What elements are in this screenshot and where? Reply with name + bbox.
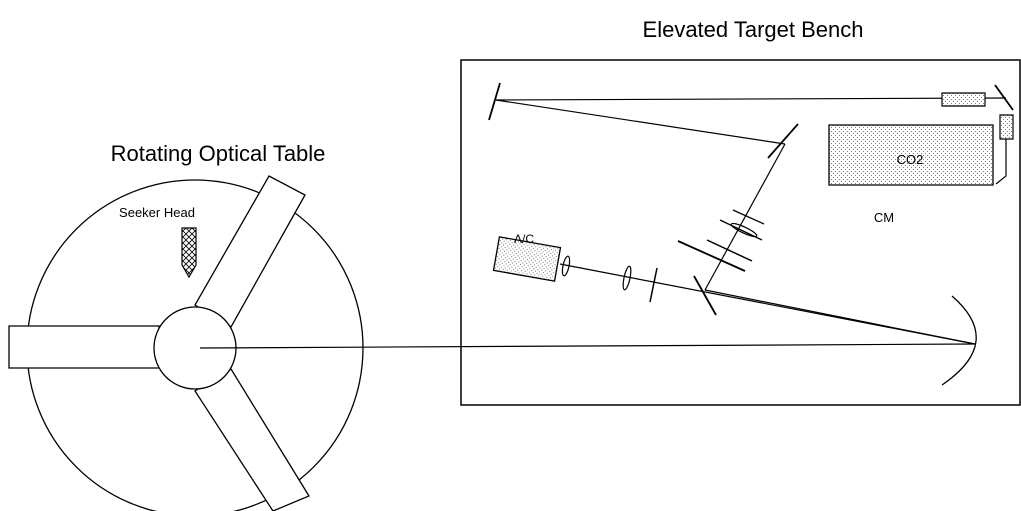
beam-to-seeker (200, 344, 975, 348)
bench-title: Elevated Target Bench (643, 17, 864, 42)
top-beam-components (942, 93, 1013, 184)
optics (489, 83, 1013, 385)
ac-label: A/C (514, 232, 534, 246)
co2-laser (829, 125, 993, 185)
optic-v1 (678, 241, 745, 271)
optic-v2 (707, 240, 752, 261)
beam-top (496, 98, 1006, 100)
seeker-head-icon (182, 228, 196, 277)
beam-paths (200, 98, 1006, 348)
target-bench-frame (461, 60, 1020, 405)
lens-v (730, 222, 758, 238)
cm-label: CM (874, 210, 894, 225)
modulator (1000, 115, 1013, 139)
lens-ac (561, 255, 571, 277)
table-title: Rotating Optical Table (111, 141, 326, 166)
ac-source (494, 237, 561, 281)
mirror-top-right (995, 85, 1013, 110)
co2-label: CO2 (897, 152, 924, 167)
mirror-upper (768, 124, 798, 158)
optic-v4 (733, 210, 764, 224)
lens-middle (622, 265, 632, 291)
beam-splitter (694, 276, 716, 315)
plate-middle (650, 268, 657, 302)
table-arm-left (9, 326, 159, 368)
seeker-head-label: Seeker Head (119, 205, 195, 220)
beam-fold (705, 290, 975, 344)
ac-box (494, 237, 561, 281)
spherical-mirror (942, 296, 976, 385)
beam-co2-vertical (705, 144, 785, 290)
rotating-optical-table (9, 176, 363, 511)
co2-feed-line (996, 139, 1006, 184)
beam-upper-diagonal (496, 100, 785, 144)
mirror-top-left (489, 83, 500, 120)
attenuator (942, 93, 985, 106)
